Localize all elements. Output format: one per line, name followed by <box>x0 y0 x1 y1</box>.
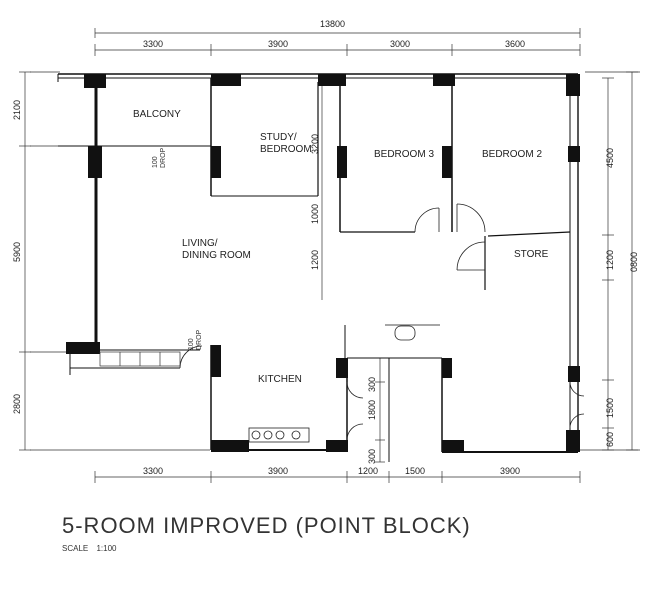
doors <box>179 203 585 441</box>
dim-left-1: 2100 <box>12 100 22 120</box>
room-kitchen: KITCHEN <box>258 374 302 385</box>
scale-label: SCALE <box>62 544 89 553</box>
drop-note-living-value: 100 <box>188 338 195 350</box>
dim-kitchen-1800: 1800 <box>367 400 377 420</box>
dim-left-3: 2800 <box>12 394 22 414</box>
dim-right-1: 4500 <box>605 148 615 168</box>
dim-kitchen-300b: 300 <box>367 449 377 464</box>
scale-value: 1:100 <box>96 544 117 553</box>
kitchen-fixtures <box>248 427 310 443</box>
dim-bottom-4: 1500 <box>405 466 425 476</box>
room-balcony: BALCONY <box>133 109 181 120</box>
dim-inner-1000: 1000 <box>310 204 320 224</box>
drop-note-balcony-value: 100 <box>152 156 159 168</box>
balcony-railing <box>99 351 181 367</box>
dim-inner-1200: 1200 <box>310 250 320 270</box>
dim-top-4: 3600 <box>505 39 525 49</box>
dim-kitchen-300a: 300 <box>367 377 377 392</box>
dim-top-2: 3900 <box>268 39 288 49</box>
dim-right-3: 1500 <box>605 398 615 418</box>
dim-top-1: 3300 <box>143 39 163 49</box>
room-living-line1: LIVING/ <box>182 238 218 249</box>
dim-bottom-1: 3300 <box>143 466 163 476</box>
dim-right-total: 0800 <box>629 252 639 272</box>
drop-note-living-label: DROP <box>196 329 203 350</box>
dim-bottom-5: 3900 <box>500 466 520 476</box>
room-labels: BALCONY STUDY/ BEDROOM BEDROOM 3 BEDROOM… <box>133 109 549 385</box>
dimension-lines <box>19 28 640 483</box>
dim-top-3: 3000 <box>390 39 410 49</box>
dim-bottom-2: 3900 <box>268 466 288 476</box>
plan-title: 5-ROOM IMPROVED (POINT BLOCK) <box>62 513 471 538</box>
plan-scale: SCALE 1:100 <box>62 544 123 553</box>
room-bedroom-3: BEDROOM 3 <box>374 149 434 160</box>
dim-right-2: 1200 <box>605 250 615 270</box>
room-bedroom-2: BEDROOM 2 <box>482 149 542 160</box>
drop-note-balcony-label: DROP <box>160 147 167 168</box>
dim-study-inner: 3200 <box>310 134 320 154</box>
dim-top-total: 13800 <box>320 19 345 29</box>
room-store: STORE <box>514 249 549 260</box>
dimension-labels: 13800 3300 3900 3000 3600 3300 3900 1200… <box>12 19 639 476</box>
dim-bottom-3: 1200 <box>358 466 378 476</box>
room-study-line1: STUDY/ <box>260 132 297 143</box>
drop-notes: 100 DROP 100 DROP <box>152 147 203 350</box>
room-study-line2: BEDROOM <box>260 144 312 155</box>
room-living-line2: DINING ROOM <box>182 250 251 261</box>
columns <box>66 74 580 452</box>
dim-left-2: 5900 <box>12 242 22 262</box>
dim-right-4: 600 <box>605 432 615 447</box>
